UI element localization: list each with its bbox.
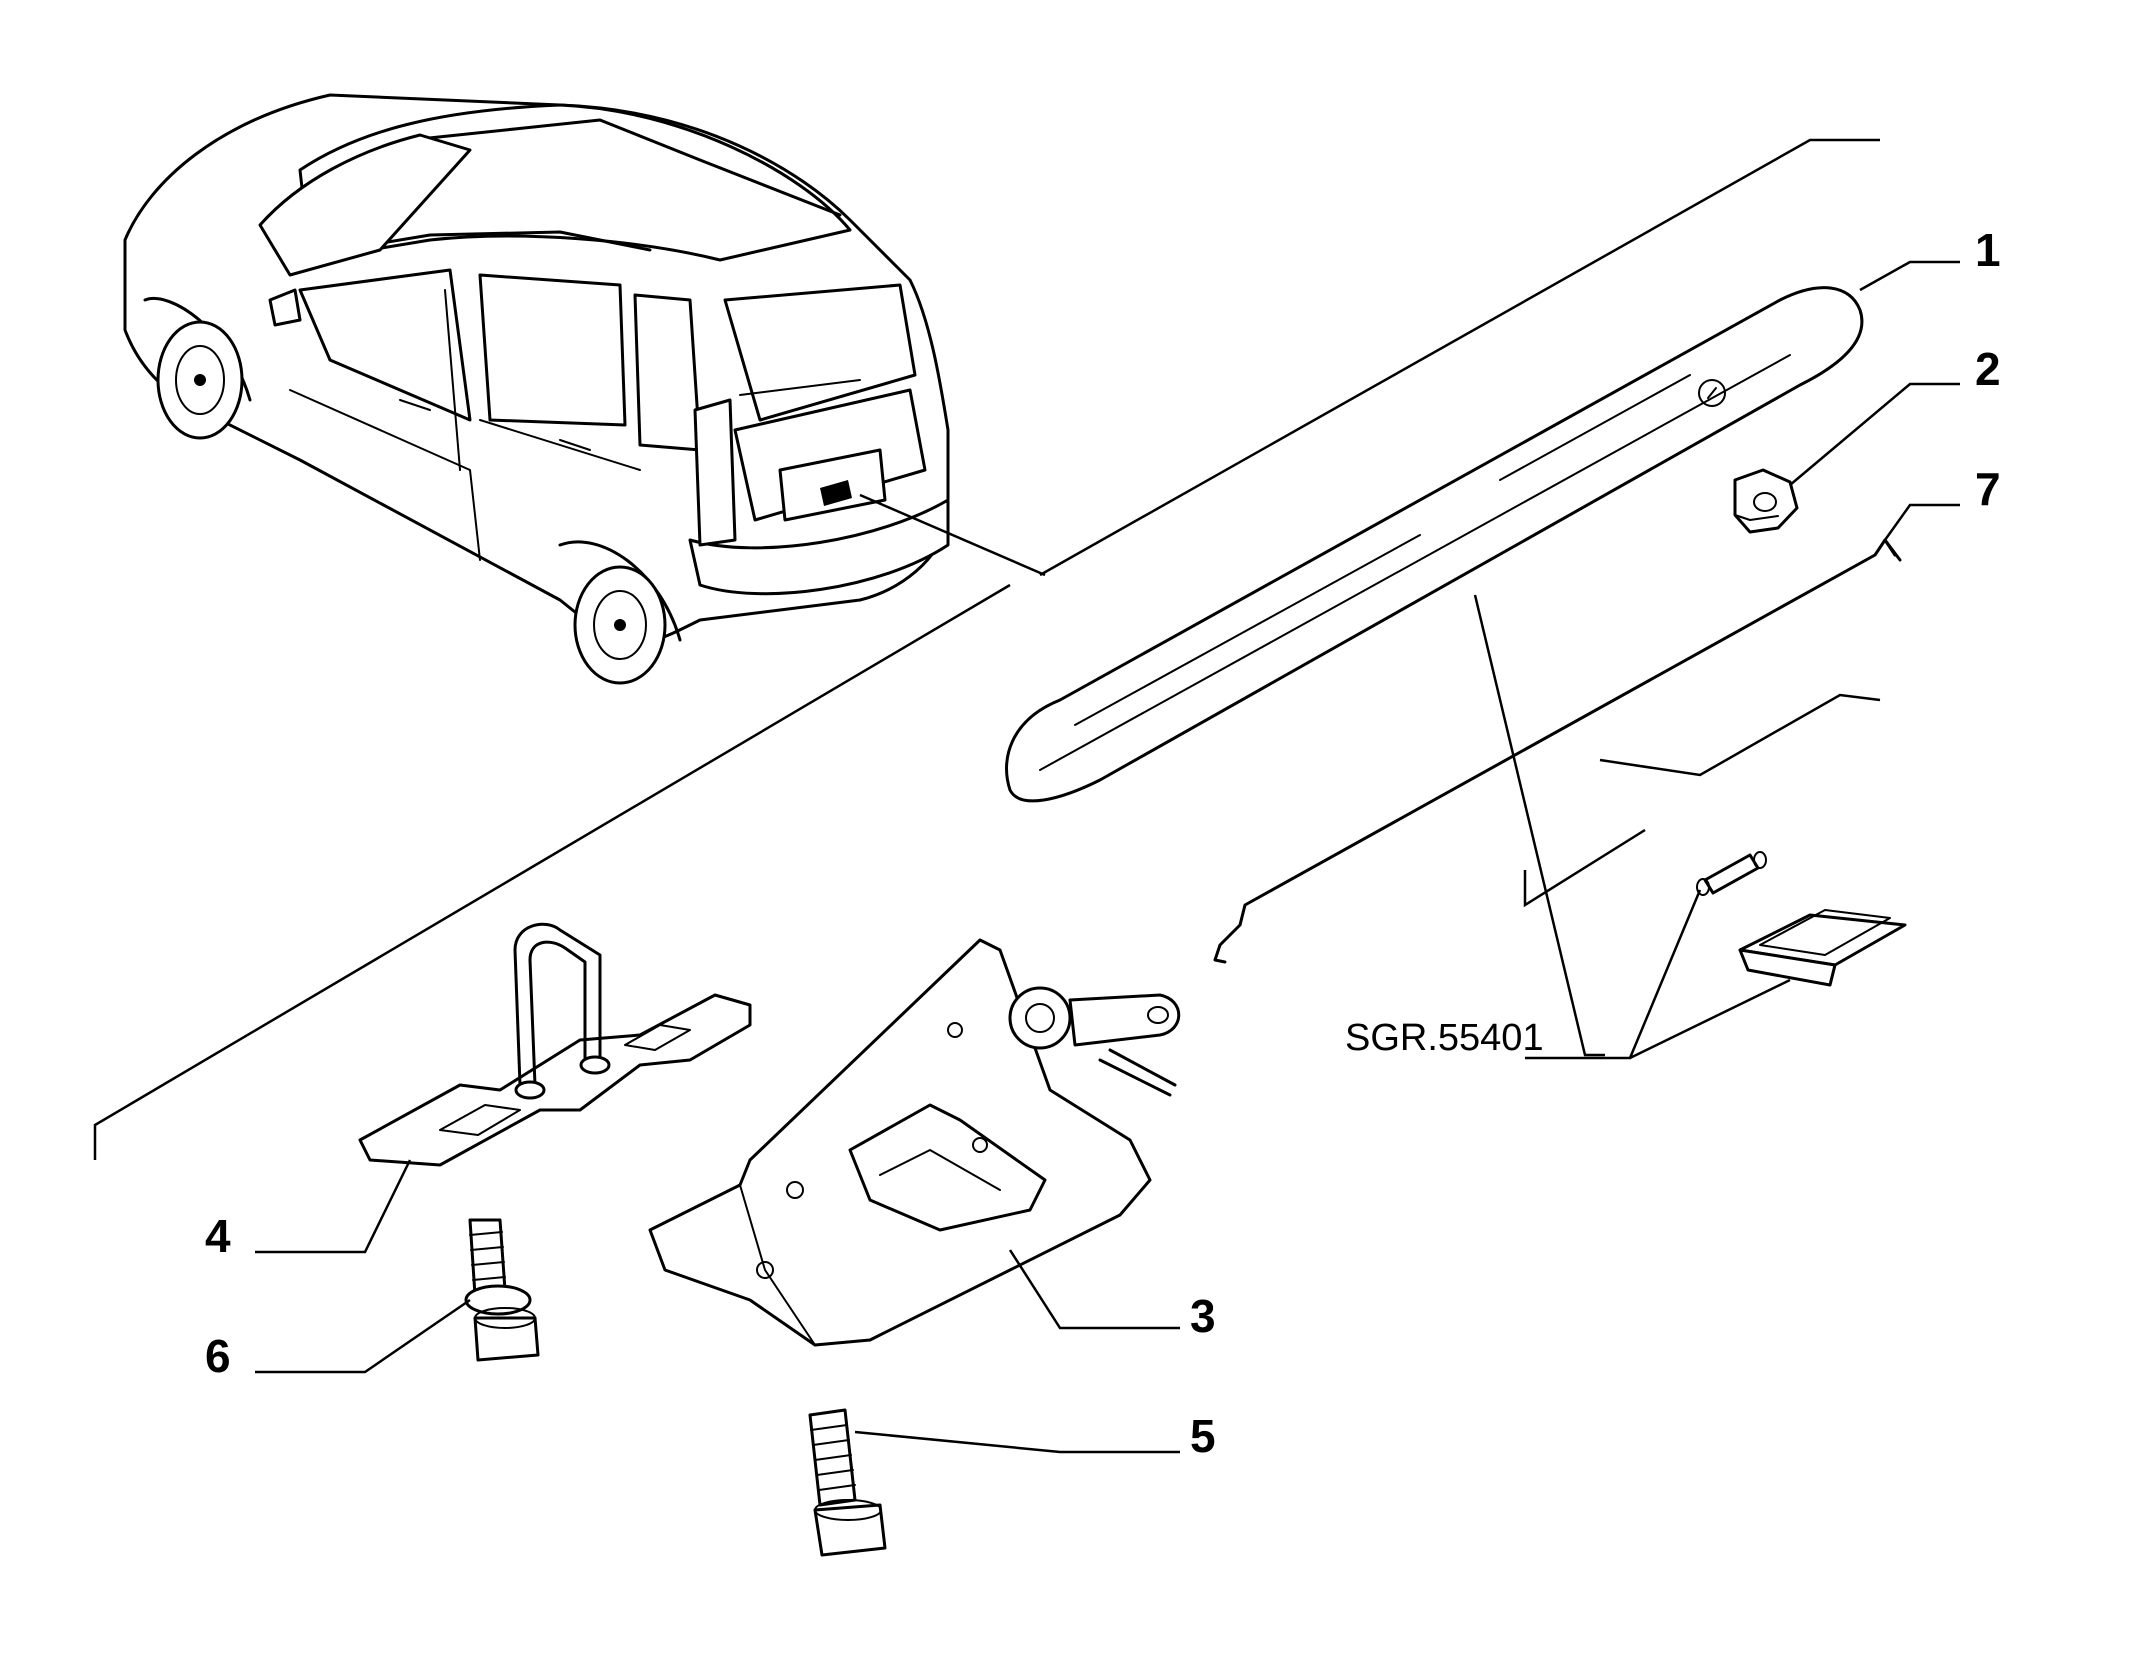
car-rear-view-icon <box>123 93 1046 685</box>
hex-nut-icon <box>1733 468 1799 534</box>
callout-5: 5 <box>1190 1410 1216 1462</box>
screw-icon <box>808 1408 887 1557</box>
callout-4: 4 <box>205 1210 231 1262</box>
callout-2: 2 <box>1975 343 2001 395</box>
callout-6: 6 <box>205 1330 231 1382</box>
lamp-cover-icon <box>1738 909 1907 987</box>
exploded-view-frame <box>93 138 1881 1160</box>
tailgate-lock-mechanism-icon <box>648 938 1181 1347</box>
reference-code: SGR.55401 <box>1345 1017 1544 1059</box>
callout-3: 3 <box>1190 1290 1216 1342</box>
tailgate-handle-trim-icon <box>1005 286 1864 803</box>
bulb-icon <box>1696 851 1767 896</box>
leader-lines <box>255 260 1960 1454</box>
callout-1: 1 <box>1975 224 2001 276</box>
screw-with-washer-icon <box>464 1218 540 1362</box>
striker-plate-icon <box>358 922 752 1167</box>
callout-7: 7 <box>1975 463 2001 515</box>
control-rod-icon <box>1213 538 1902 964</box>
